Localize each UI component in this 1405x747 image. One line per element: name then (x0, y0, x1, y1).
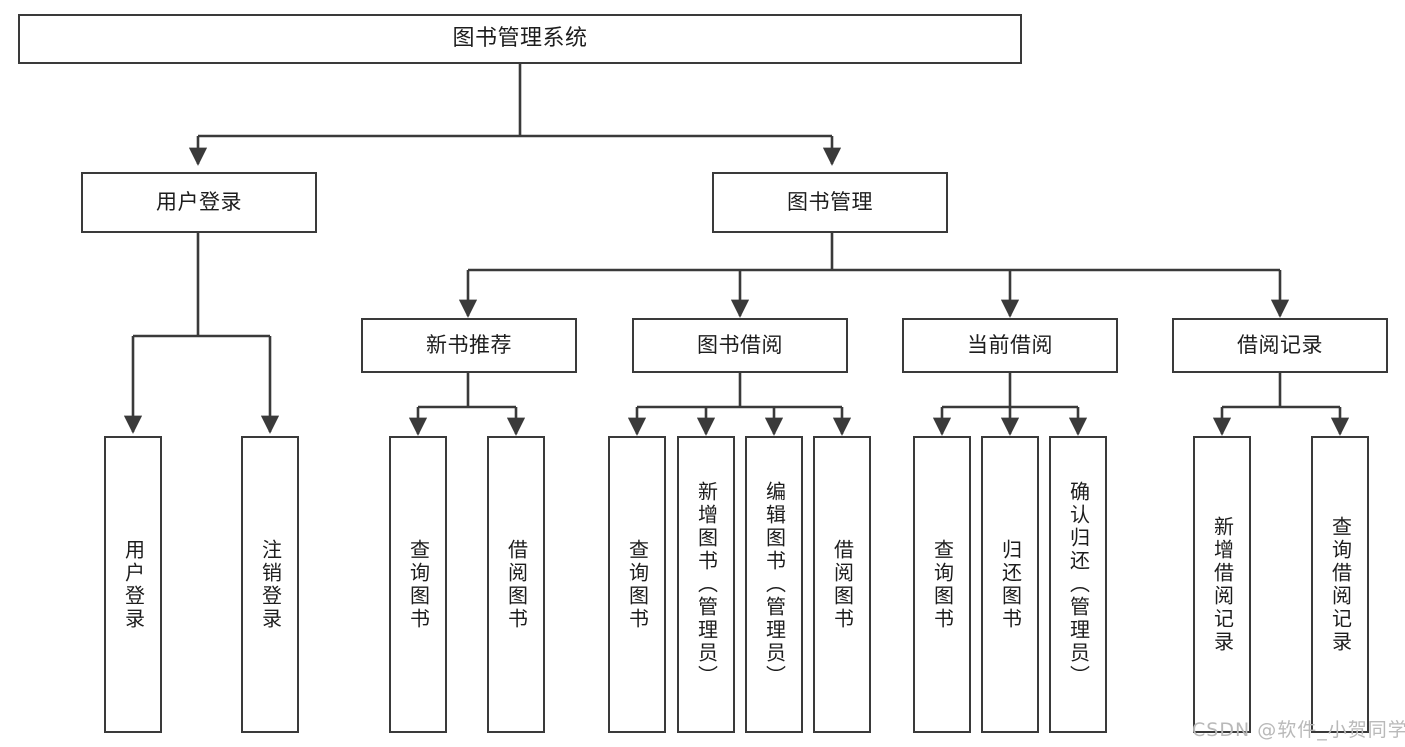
node-leaf-edit-book-label: 编辑图书（管理员） (762, 481, 787, 688)
node-leaf-query-book-1-label: 查询图书 (406, 538, 431, 631)
node-user-login[interactable]: 用户登录 (81, 172, 317, 233)
node-leaf-query-record-label: 查询借阅记录 (1328, 515, 1353, 654)
node-leaf-user-logout[interactable]: 注销登录 (241, 436, 299, 733)
node-root-label: 图书管理系统 (452, 25, 588, 51)
node-book-borrow[interactable]: 图书借阅 (632, 318, 848, 373)
node-root[interactable]: 图书管理系统 (18, 14, 1022, 64)
node-leaf-user-logout-label: 注销登录 (258, 538, 283, 631)
node-leaf-query-book-2[interactable]: 查询图书 (608, 436, 666, 733)
node-leaf-return-book[interactable]: 归还图书 (981, 436, 1039, 733)
node-leaf-confirm-return-label: 确认归还（管理员） (1066, 481, 1091, 688)
node-current-borrow[interactable]: 当前借阅 (902, 318, 1118, 373)
node-leaf-add-book-label: 新增图书（管理员） (694, 481, 719, 688)
node-leaf-query-book-3-label: 查询图书 (930, 538, 955, 631)
node-leaf-edit-book[interactable]: 编辑图书（管理员） (745, 436, 803, 733)
node-leaf-user-login-label: 用户登录 (121, 538, 146, 631)
node-leaf-query-record[interactable]: 查询借阅记录 (1311, 436, 1369, 733)
node-current-borrow-label: 当前借阅 (967, 332, 1053, 357)
node-leaf-borrow-book-2[interactable]: 借阅图书 (813, 436, 871, 733)
node-leaf-return-book-label: 归还图书 (998, 538, 1023, 631)
node-leaf-confirm-return[interactable]: 确认归还（管理员） (1049, 436, 1107, 733)
node-borrow-record-label: 借阅记录 (1237, 332, 1323, 357)
node-borrow-record[interactable]: 借阅记录 (1172, 318, 1388, 373)
node-new-book-recommend-label: 新书推荐 (426, 332, 512, 357)
node-leaf-add-record-label: 新增借阅记录 (1210, 515, 1235, 654)
node-leaf-query-book-1[interactable]: 查询图书 (389, 436, 447, 733)
node-leaf-user-login[interactable]: 用户登录 (104, 436, 162, 733)
node-leaf-borrow-book-1[interactable]: 借阅图书 (487, 436, 545, 733)
node-leaf-borrow-book-1-label: 借阅图书 (504, 538, 529, 631)
node-user-login-label: 用户登录 (156, 189, 242, 214)
node-leaf-query-book-2-label: 查询图书 (625, 538, 650, 631)
node-book-manage-label: 图书管理 (787, 189, 873, 214)
node-book-manage[interactable]: 图书管理 (712, 172, 948, 233)
node-leaf-add-book[interactable]: 新增图书（管理员） (677, 436, 735, 733)
node-book-borrow-label: 图书借阅 (697, 332, 783, 357)
node-leaf-borrow-book-2-label: 借阅图书 (830, 538, 855, 631)
node-new-book-recommend[interactable]: 新书推荐 (361, 318, 577, 373)
node-leaf-add-record[interactable]: 新增借阅记录 (1193, 436, 1251, 733)
node-leaf-query-book-3[interactable]: 查询图书 (913, 436, 971, 733)
